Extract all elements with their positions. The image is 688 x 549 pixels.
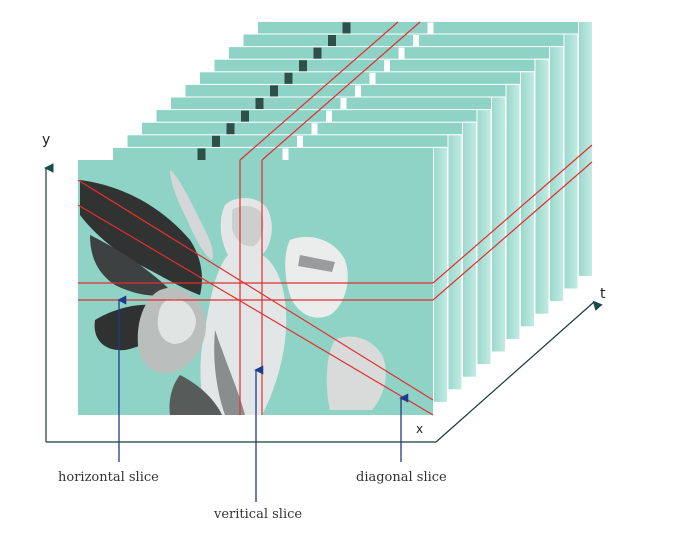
stacked-frame-gap-1	[282, 148, 289, 161]
stacked-frame-side-9	[549, 46, 564, 303]
stacked-frame-top-11	[257, 20, 593, 36]
stacked-frame-gap-8	[384, 60, 390, 73]
stacked-frame-top-1	[112, 146, 448, 162]
stacked-frame-tab-4	[241, 110, 249, 123]
stacked-frame-side-8	[534, 58, 550, 315]
stacked-frame-top-7	[199, 71, 535, 87]
statue-image	[80, 170, 386, 415]
diagonal-slice-label: diagonal slice	[356, 470, 447, 485]
stacked-frame-top-2	[126, 134, 463, 150]
stacked-frame-side-10	[563, 33, 579, 290]
stacked-frame-gap-3	[311, 123, 318, 136]
axes	[44, 163, 603, 443]
stacked-frame-tab-9	[313, 47, 322, 60]
stacked-frame-tab-8	[299, 60, 307, 73]
stacked-frame-side-5	[491, 96, 506, 353]
stacked-frame-gap-10	[413, 35, 419, 47]
diagonal-slice-line-1	[77, 179, 434, 401]
stacked-frame-top-6	[184, 83, 521, 99]
t-axis-label: t	[600, 286, 606, 302]
stacked-frame-side-4	[476, 109, 492, 366]
stacked-frame-gap-4	[326, 110, 332, 123]
stacked-frame-tab-6	[270, 85, 278, 98]
stacked-frame-top-3	[141, 121, 477, 137]
stacked-frame-tab-5	[255, 98, 264, 110]
stacked-frame-top-5	[170, 96, 506, 112]
diagonal-slice-line-2	[77, 204, 434, 416]
slice-lines	[77, 21, 593, 416]
stacked-frame-gap-5	[340, 98, 347, 110]
stacked-frame-tab-11	[342, 22, 351, 35]
y-axis-label: y	[42, 132, 51, 148]
stacked-frame-gap-2	[297, 135, 303, 148]
stacked-frame-tab-10	[328, 35, 336, 47]
stacked-frame-gap-7	[369, 72, 376, 85]
stacked-frame-side-2	[447, 134, 463, 391]
stacked-frame-top-8	[213, 58, 550, 74]
stacked-frame-top-9	[228, 46, 564, 62]
stacked-frame-side-6	[505, 83, 521, 340]
stacked-frame-side-11	[578, 20, 593, 277]
callout-arrows	[117, 295, 409, 502]
horizontal-slice-label: horizontal slice	[58, 470, 159, 485]
x-axis-label: x	[416, 422, 424, 436]
t-axis-line	[435, 300, 603, 443]
stacked-frame-gap-9	[398, 47, 405, 60]
vertical-slice-label: veritical slice	[214, 507, 303, 522]
stacked-frame-side-3	[462, 121, 477, 378]
stacked-frame-tab-1	[197, 148, 206, 161]
stacked-frame-tab-7	[284, 72, 293, 85]
stacked-frame-top-4	[155, 109, 492, 125]
stacked-frame-tab-2	[212, 135, 220, 148]
stacked-frame-gap-11	[427, 22, 434, 35]
stacked-frame-side-1	[433, 146, 448, 403]
stacked-frame-side-7	[520, 71, 535, 328]
stacked-frame-gap-6	[355, 85, 361, 98]
stacked-frame-top-10	[242, 33, 579, 49]
stacked-frame-tab-3	[226, 123, 235, 136]
frame-stack	[112, 20, 593, 403]
